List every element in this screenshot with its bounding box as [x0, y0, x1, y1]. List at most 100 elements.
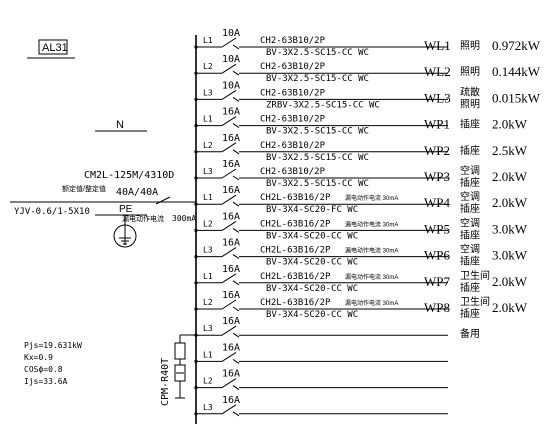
circuit-power: 2.0kW	[492, 274, 528, 289]
breaker-model: CH2L-63B16/2P	[260, 246, 331, 256]
breaker-rating: 16A	[222, 159, 240, 170]
circuit-power: 2.5kW	[492, 143, 528, 158]
breaker-rating: 16A	[222, 342, 240, 353]
circuit-id: WL2	[424, 64, 451, 79]
breaker-contact	[221, 37, 237, 48]
circuit-power: 0.972kW	[492, 38, 541, 53]
breaker-contact	[221, 116, 237, 127]
breaker-rating: 10A	[222, 28, 240, 39]
cable-spec: BV-3X2.5-SC15-CC WC	[266, 153, 369, 163]
main-rcd-caption: 漏电动作电流	[122, 214, 164, 223]
phase-label: L1	[203, 36, 213, 45]
breaker-mark	[232, 123, 240, 129]
cable-spec: BV-3X4-SC20-FC WC	[266, 205, 358, 215]
circuit-use: 插座	[460, 281, 480, 294]
circuit-use: 照明	[460, 66, 480, 78]
neutral-label: N	[116, 119, 124, 131]
breaker-mark	[232, 358, 240, 364]
circuit-use: 照明	[460, 98, 480, 110]
circuit-use: 照明	[460, 40, 480, 52]
circuit-power: 2.0kW	[492, 195, 528, 210]
breaker-rating: 16A	[222, 369, 240, 380]
phase-label: L3	[203, 324, 213, 333]
load-calc-line: Ijs=33.6A	[24, 377, 68, 386]
circuit-id: WP6	[424, 248, 451, 263]
rcd-value: 漏电动作电流 30mA	[345, 299, 398, 307]
circuit-id: WP7	[424, 274, 451, 289]
phase-label: L2	[203, 219, 213, 228]
breaker-model: CH2-63B10/2P	[260, 141, 326, 151]
phase-label: L3	[203, 403, 213, 412]
breaker-mark	[232, 306, 240, 312]
pe-label: PE	[119, 204, 133, 215]
circuit-power: 2.0kW	[492, 300, 528, 315]
phase-label: L3	[203, 167, 213, 176]
circuit-use: 空调	[460, 190, 480, 203]
main-rcd-value: 300mA	[172, 214, 196, 223]
breaker-mark	[232, 385, 240, 391]
breaker-contact	[221, 63, 237, 74]
breaker-rating: 16A	[222, 264, 240, 275]
rcd-value: 漏电动作电流 30mA	[345, 194, 398, 202]
circuit-power: 2.0kW	[492, 117, 528, 132]
breaker-mark	[232, 254, 240, 260]
circuit-id: WP1	[424, 117, 450, 132]
breaker-model: CH2-63B10/2P	[260, 115, 326, 125]
breaker-rating: 16A	[222, 211, 240, 222]
circuit-power: 3.0kW	[492, 221, 528, 236]
breaker-contact	[221, 220, 237, 231]
main-breaker-rating-caption: 额定值/整定值	[62, 184, 106, 193]
circuit-use: 卫生间	[460, 295, 490, 308]
main-breaker-contact	[155, 196, 171, 205]
circuit-use: 插座	[460, 255, 480, 268]
phase-label: L1	[203, 193, 213, 202]
main-breaker-rating: 40A/40A	[116, 187, 158, 198]
circuit-power: 3.0kW	[492, 248, 528, 263]
phase-label: L2	[203, 62, 213, 71]
circuit-power: 0.015kW	[492, 90, 541, 105]
phase-label: L2	[203, 141, 213, 150]
circuit-use: 疏散	[460, 85, 480, 98]
breaker-rating: 16A	[222, 133, 240, 144]
breaker-contact	[221, 404, 237, 415]
load-calc-line: Pjs=19.631kW	[24, 341, 82, 350]
rcd-value: 漏电动作电流 30mA	[345, 247, 398, 255]
phase-label: L1	[203, 350, 213, 359]
circuit-use: 空调	[460, 216, 480, 229]
breaker-mark	[232, 280, 240, 286]
breaker-contact	[221, 351, 237, 362]
breaker-model: CH2-63B10/2P	[260, 62, 326, 72]
breaker-rating: 16A	[222, 395, 240, 406]
cable-spec: BV-3X4-SC20-CC WC	[266, 231, 358, 241]
earth-circle	[113, 224, 137, 248]
breaker-mark	[232, 175, 240, 181]
cable-spec: BV-3X4-SC20-CC WC	[266, 258, 358, 268]
circuit-id: WP5	[424, 221, 450, 236]
breaker-contact	[221, 247, 237, 258]
phase-label: L2	[203, 298, 213, 307]
circuit-use: 插座	[460, 228, 480, 241]
load-calc-line: Kx=0.9	[24, 353, 53, 362]
phase-label: L1	[203, 115, 213, 124]
phase-label: L2	[203, 377, 213, 386]
phase-label: L1	[203, 272, 213, 281]
cable-spec: BV-3X2.5-SC15-CC WC	[266, 48, 369, 58]
circuit-use: 空调	[460, 164, 480, 177]
load-calc-line: COSϕ=0.8	[24, 365, 63, 374]
surge-protector: CPM-R40T	[160, 334, 196, 406]
circuit-id: WL3	[424, 90, 451, 105]
circuit-power: 0.144kW	[492, 64, 541, 79]
breaker-contact	[221, 168, 237, 179]
cable-spec: BV-3X2.5-SC15-CC WC	[266, 127, 369, 137]
incoming-cable-label: YJV-0.6/1-5X10	[14, 207, 90, 217]
panel-label-box	[38, 39, 68, 55]
circuit-id: WP2	[424, 143, 450, 158]
breaker-model: CH2-63B10/2P	[260, 167, 326, 177]
breaker-mark	[232, 411, 240, 417]
circuit-use: 插座	[460, 118, 480, 131]
breaker-rating: 10A	[222, 80, 240, 91]
breaker-mark	[232, 332, 240, 338]
cable-spec: BV-3X4-SC20-CC WC	[266, 310, 358, 320]
